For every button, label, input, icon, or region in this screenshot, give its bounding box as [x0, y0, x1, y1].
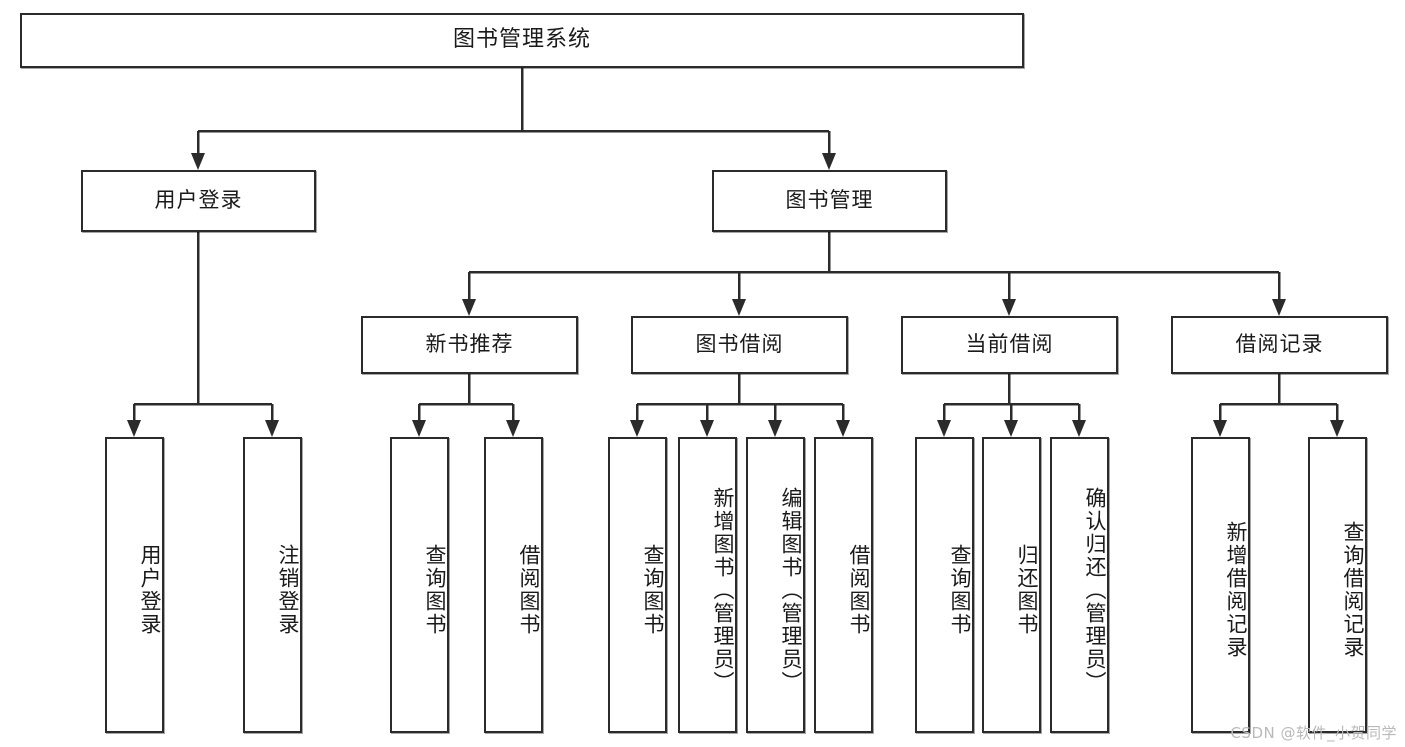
arrowhead-root-to-level1-1 [822, 153, 836, 170]
node-new-book-rec[interactable]: 新书推荐 [361, 316, 578, 374]
arrowhead-bookmanage-to-level2-1 [732, 299, 746, 316]
node-leaf-logout[interactable]: 注销登录 [243, 437, 302, 733]
arrowhead-currentborrow-to-leaves-1 [1004, 420, 1018, 437]
arrowhead-bookborrow-to-leaves-2 [768, 420, 782, 437]
arrowhead-newbookrec-to-leaves-1 [506, 420, 520, 437]
arrowhead-bookmanage-to-level2-2 [1002, 299, 1016, 316]
node-borrow-record[interactable]: 借阅记录 [1171, 316, 1388, 374]
arrowhead-currentborrow-to-leaves-0 [937, 420, 951, 437]
arrowhead-bookborrow-to-leaves-0 [630, 420, 644, 437]
node-leaf-borrow-book-2[interactable]: 借阅图书 [814, 437, 873, 733]
node-leaf-edit-book[interactable]: 编辑图书（管理员） [746, 437, 805, 733]
arrowhead-bookmanage-to-level2-3 [1272, 299, 1286, 316]
node-leaf-confirm-return[interactable]: 确认归还（管理员） [1050, 437, 1109, 733]
node-leaf-return-book[interactable]: 归还图书 [982, 437, 1041, 733]
arrowhead-root-to-level1-0 [191, 153, 205, 170]
node-leaf-add-record[interactable]: 新增借阅记录 [1191, 437, 1250, 733]
node-leaf-query-book-2[interactable]: 查询图书 [608, 437, 667, 733]
node-book-manage[interactable]: 图书管理 [712, 170, 947, 232]
node-leaf-user-login[interactable]: 用户登录 [105, 437, 164, 733]
node-leaf-add-book[interactable]: 新增图书（管理员） [678, 437, 737, 733]
node-leaf-borrow-book-1[interactable]: 借阅图书 [484, 437, 543, 733]
node-book-borrow[interactable]: 图书借阅 [631, 316, 848, 374]
arrowhead-bookborrow-to-leaves-3 [836, 420, 850, 437]
arrowhead-bookmanage-to-level2-0 [462, 299, 476, 316]
arrowhead-currentborrow-to-leaves-2 [1072, 420, 1086, 437]
arrowhead-userlogin-to-leaves-1 [265, 420, 279, 437]
node-leaf-query-record[interactable]: 查询借阅记录 [1308, 437, 1367, 733]
arrowhead-borrowrecord-to-leaves-0 [1213, 420, 1227, 437]
arrowhead-newbookrec-to-leaves-0 [412, 420, 426, 437]
node-root[interactable]: 图书管理系统 [20, 13, 1024, 68]
arrowhead-userlogin-to-leaves-0 [127, 420, 141, 437]
arrowhead-borrowrecord-to-leaves-1 [1330, 420, 1344, 437]
node-user-login[interactable]: 用户登录 [81, 170, 316, 232]
arrowhead-bookborrow-to-leaves-1 [700, 420, 714, 437]
node-current-borrow[interactable]: 当前借阅 [901, 316, 1118, 374]
node-leaf-query-book-3[interactable]: 查询图书 [915, 437, 974, 733]
node-leaf-query-book-1[interactable]: 查询图书 [390, 437, 449, 733]
